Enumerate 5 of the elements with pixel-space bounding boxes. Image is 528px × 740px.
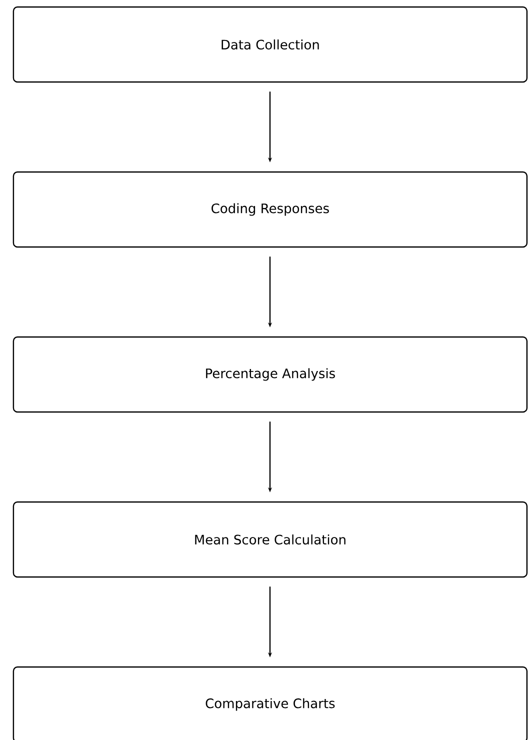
process-box: Comparative Charts — [12, 666, 528, 740]
process-box: Data Collection — [12, 6, 528, 83]
process-box: Coding Responses — [12, 171, 528, 248]
process-box: Percentage Analysis — [12, 336, 528, 413]
process-box: Mean Score Calculation — [12, 501, 528, 578]
